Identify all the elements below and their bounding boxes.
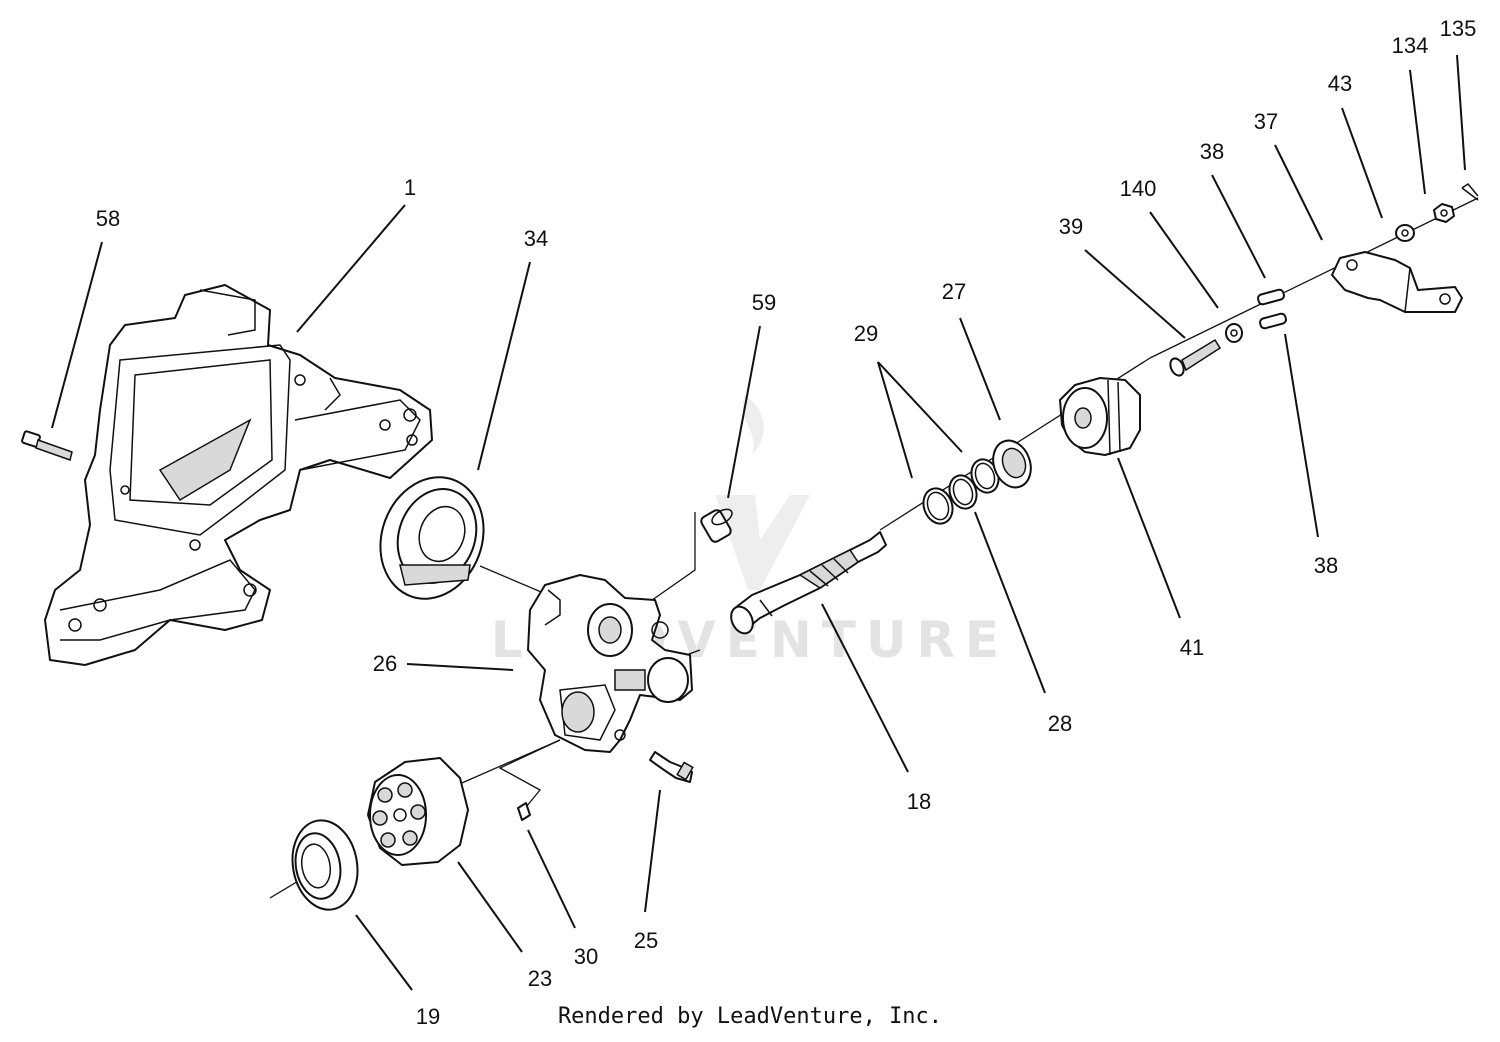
callout-28: 28 xyxy=(1048,711,1072,736)
callout-27: 27 xyxy=(942,279,966,304)
callout-19: 19 xyxy=(416,1004,440,1029)
part-140-nut xyxy=(1225,323,1243,343)
part-37-bracket xyxy=(1331,251,1463,313)
part-28-snap-ring xyxy=(948,474,978,510)
part-58-bolt xyxy=(21,430,73,461)
callout-18: 18 xyxy=(907,789,931,814)
leader-38a xyxy=(1211,174,1266,279)
leader-134 xyxy=(1409,69,1426,195)
render-credit: Rendered by LeadVenture, Inc. xyxy=(557,1004,943,1029)
callout-58: 58 xyxy=(96,206,120,231)
part-39-bolt xyxy=(1169,338,1222,377)
leader-37 xyxy=(1274,144,1323,241)
part-1-housing xyxy=(44,284,433,666)
callout-38-lower: 38 xyxy=(1314,553,1338,578)
callout-43: 43 xyxy=(1328,71,1352,96)
part-27-seal xyxy=(992,439,1032,489)
callout-135: 135 xyxy=(1440,16,1477,41)
callout-59: 59 xyxy=(752,290,776,315)
callout-39: 39 xyxy=(1059,214,1083,239)
part-34-bearing-cup xyxy=(379,476,485,600)
callout-37: 37 xyxy=(1254,109,1278,134)
callout-1: 1 xyxy=(404,175,416,200)
callout-30: 30 xyxy=(574,944,598,969)
callout-41: 41 xyxy=(1180,635,1204,660)
leader-34 xyxy=(477,261,531,471)
callout-23: 23 xyxy=(528,966,552,991)
leader-23 xyxy=(457,861,523,953)
part-38-spacers xyxy=(1257,288,1287,330)
leader-43 xyxy=(1341,107,1383,219)
callout-25: 25 xyxy=(634,928,658,953)
leader-140 xyxy=(1149,211,1219,309)
leader-18 xyxy=(821,603,909,773)
leader-39 xyxy=(1084,249,1186,339)
part-23-cylinder-block xyxy=(367,757,469,866)
callout-34: 34 xyxy=(524,226,548,251)
leader-30 xyxy=(527,829,576,929)
callout-labels: 58 1 34 59 29 27 39 140 38 37 43 134 135… xyxy=(96,16,1477,1029)
part-59-pin xyxy=(700,508,733,543)
leader-135 xyxy=(1456,54,1466,171)
part-134-nut xyxy=(1433,203,1455,223)
leader-28 xyxy=(974,511,1046,694)
leader-38b xyxy=(1284,333,1319,538)
leader-29b xyxy=(877,361,963,453)
callout-134: 134 xyxy=(1392,33,1429,58)
part-25-check-valve xyxy=(649,751,694,783)
part-41-pulley xyxy=(1059,377,1141,456)
watermark-logo-icon xyxy=(715,395,810,590)
part-19-thrust-bearing xyxy=(291,819,359,911)
leader-41 xyxy=(1117,457,1181,619)
part-43-washer xyxy=(1395,224,1415,242)
leader-25 xyxy=(644,789,661,913)
leader-27 xyxy=(959,317,1001,421)
part-26-center-section xyxy=(527,574,693,753)
part-18-input-shaft xyxy=(730,531,887,635)
leader-58 xyxy=(51,241,103,429)
callout-26: 26 xyxy=(373,651,397,676)
callout-140: 140 xyxy=(1120,176,1157,201)
callout-29: 29 xyxy=(854,321,878,346)
callout-38-upper: 38 xyxy=(1200,139,1224,164)
leader-26 xyxy=(406,663,514,671)
leader-1 xyxy=(296,204,406,333)
leader-lines xyxy=(51,54,1466,991)
leader-29a xyxy=(877,361,913,479)
part-30-key xyxy=(517,802,531,821)
part-135-cotter-pin xyxy=(1461,183,1479,201)
leader-19 xyxy=(355,914,413,991)
leader-59 xyxy=(727,325,761,499)
